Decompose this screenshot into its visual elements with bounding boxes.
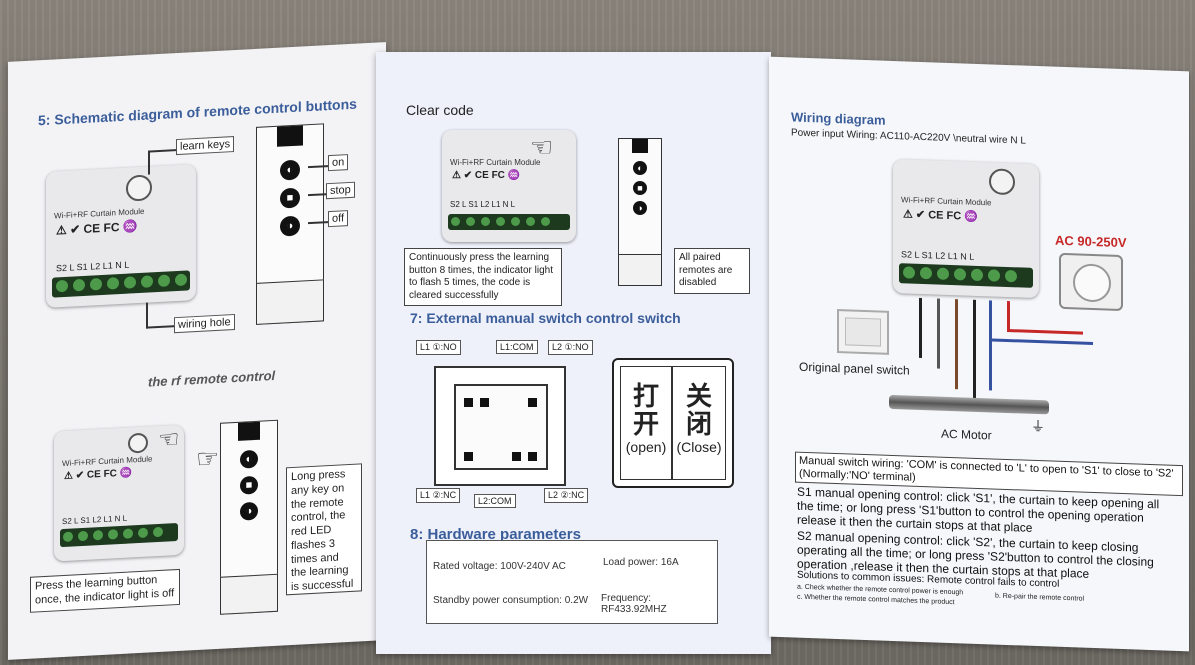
terminal-labels: S2 L S1 L2 L1 N L — [901, 249, 975, 262]
hand-pointer-icon: ☜ — [158, 425, 180, 455]
open-half: 打 开 (open) — [620, 366, 672, 480]
long-press-note: Long press any key on the remote control… — [286, 463, 362, 596]
paired-note: All paired remotes are disabled — [674, 248, 750, 294]
module-title: Wi-Fi+RF Curtain Module — [62, 454, 153, 469]
terminal-labels: S2 L S1 L2 L1 N L — [56, 259, 130, 274]
clear-code-title: Clear code — [406, 102, 474, 118]
stop-button-icon: ■ — [280, 187, 300, 209]
close-half: 关 闭 (Close) — [672, 366, 726, 480]
wiring-diagram-title: Wiring diagram — [791, 109, 886, 128]
l2-com-label: L2:COM — [474, 494, 516, 508]
on-button-icon: ◐ — [240, 449, 258, 469]
off-label: off — [328, 210, 349, 228]
ac-voltage-label: AC 90-250V — [1055, 232, 1127, 251]
standby-power: Standby power consumption: 0.2W — [433, 595, 589, 606]
cert-marks-icon: ⚠ ✔ CE FC ♒ — [64, 467, 133, 482]
module-title: Wi-Fi+RF Curtain Module — [901, 195, 992, 208]
power-input-text: Power input Wiring: AC110-AC220V \neutra… — [791, 127, 1026, 147]
learn-note: Press the learning button once, the indi… — [30, 568, 180, 613]
wiring-hole-label: wiring hole — [174, 314, 235, 334]
solution-b: b. Re-pair the remote control — [995, 592, 1085, 603]
cert-marks-icon: ⚠ ✔ CE FC ♒ — [452, 170, 521, 181]
rated-voltage: Rated voltage: 100V-240V AC — [433, 561, 566, 572]
open-close-switch: 打 开 (open) 关 闭 (Close) — [612, 358, 734, 488]
hand-pointer-icon-2: ☞ — [196, 442, 220, 475]
off-button-icon: ◑ — [240, 501, 258, 521]
cert-marks-icon: ⚠ ✔ CE FC ♒ — [903, 208, 978, 223]
stop-button-icon: ■ — [633, 181, 647, 195]
hand-pointer-icon: ☜ — [530, 132, 554, 162]
remote-control-3: ◐ ■ ◑ — [618, 138, 662, 286]
stop-label: stop — [326, 181, 355, 200]
curtain-module-4: Wi-Fi+RF Curtain Module ⚠ ✔ CE FC ♒ S2 L… — [893, 158, 1039, 299]
l2-nc-label: L2 ②:NC — [544, 488, 589, 503]
right-panel: Wiring diagram Power input Wiring: AC110… — [769, 56, 1189, 652]
l1-no-label: L1 ①:NO — [416, 340, 461, 355]
original-switch-label: Original panel switch — [799, 359, 910, 378]
wall-socket-icon — [1059, 252, 1123, 312]
terminal-labels: S2 L S1 L2 L1 N L — [62, 513, 128, 527]
wall-switch-plate — [434, 366, 566, 486]
section8-title: 8: Hardware parameters — [410, 526, 581, 543]
remote-control: ◐ ■ ◑ — [256, 123, 324, 325]
ac-motor-label: AC Motor — [941, 426, 992, 443]
learn-led-icon — [989, 168, 1015, 196]
left-panel: 5: Schematic diagram of remote control b… — [8, 42, 386, 660]
off-button-icon: ◑ — [280, 215, 300, 237]
terminal-strip — [52, 270, 190, 298]
terminal-strip — [60, 522, 178, 548]
learn-led-icon — [126, 174, 152, 202]
section6-title: the rf remote control — [148, 367, 276, 390]
hardware-params-box: Rated voltage: 100V-240V AC Load power: … — [426, 540, 718, 624]
load-power: Load power: 16A — [603, 557, 679, 568]
terminal-strip — [899, 263, 1033, 288]
panel-switch-icon — [837, 309, 889, 355]
off-button-icon: ◑ — [633, 201, 647, 215]
cert-marks-icon: ⚠ ✔ CE FC ♒ — [56, 219, 138, 238]
section7-title: 7: External manual switch control switch — [410, 310, 681, 326]
clear-note: Continuously press the learning button 8… — [404, 248, 562, 306]
middle-panel: Clear code Wi-Fi+RF Curtain Module ⚠ ✔ C… — [376, 52, 771, 654]
ac-motor-icon — [889, 394, 1049, 415]
on-button-icon: ◐ — [633, 161, 647, 175]
terminal-strip — [448, 214, 570, 230]
solution-c: c. Whether the remote control matches th… — [797, 593, 955, 607]
l1-nc-label: L1 ②:NC — [416, 488, 461, 503]
curtain-module: Wi-Fi+RF Curtain Module ⚠ ✔ CE FC ♒ S2 L… — [46, 164, 196, 308]
learn-led-icon — [128, 432, 148, 454]
module-title: Wi-Fi+RF Curtain Module — [450, 158, 541, 167]
on-button-icon: ◐ — [280, 159, 300, 181]
l2-no-label: L2 ①:NO — [548, 340, 593, 355]
l1-com-label: L1:COM — [496, 340, 538, 354]
learn-keys-label: learn keys — [176, 136, 235, 156]
on-label: on — [328, 154, 349, 172]
remote-control-2: ◐ ■ ◑ — [220, 419, 278, 615]
stop-button-icon: ■ — [240, 475, 258, 495]
terminal-labels: S2 L S1 L2 L1 N L — [450, 200, 516, 209]
ground-icon: ⏚ — [1031, 417, 1045, 435]
frequency: Frequency: RF433.92MHZ — [601, 593, 667, 615]
curtain-module-3: Wi-Fi+RF Curtain Module ⚠ ✔ CE FC ♒ S2 L… — [442, 130, 576, 242]
